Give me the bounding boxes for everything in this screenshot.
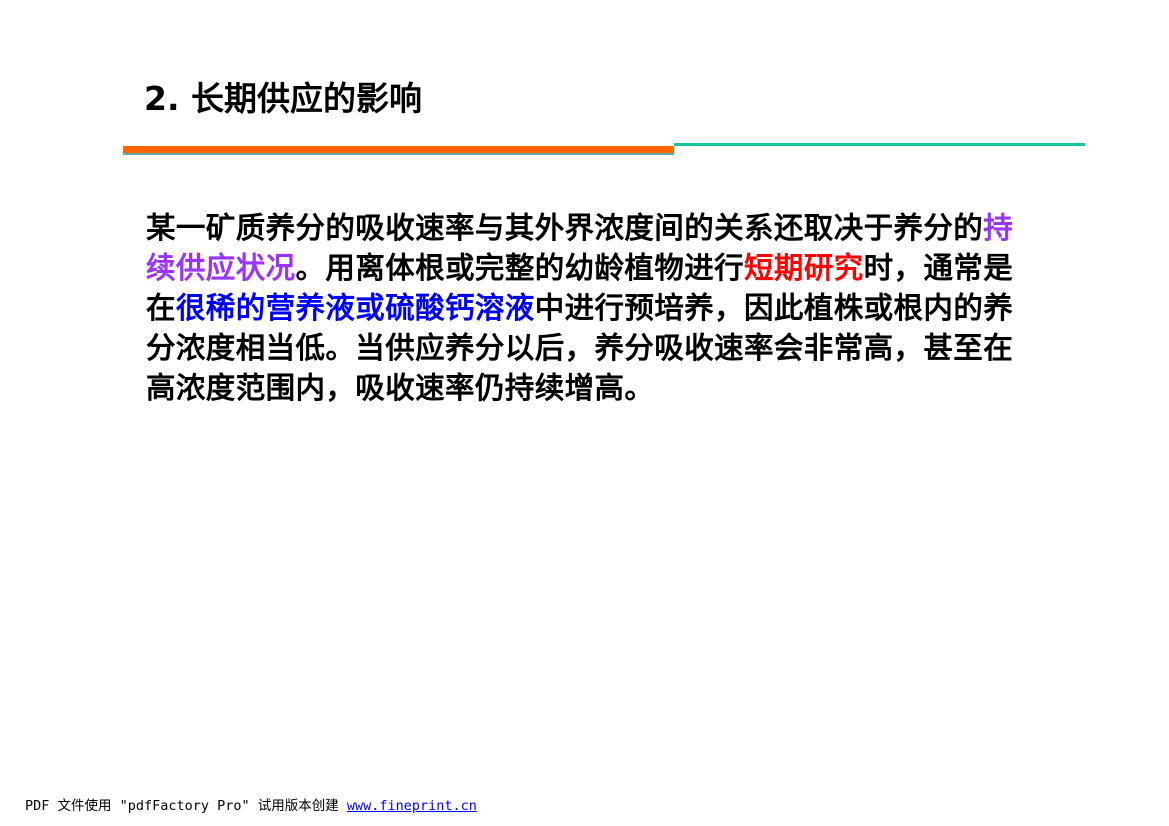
divider-teal-segment — [674, 143, 1085, 146]
highlight-dilute-solution: 很稀的营养液或硫酸钙溶液 — [175, 291, 535, 325]
highlight-short-term-study: 短期研究 — [744, 251, 864, 285]
footer-link[interactable]: www.fineprint.cn — [346, 798, 477, 814]
divider-orange-segment — [123, 146, 674, 153]
pdf-footer: PDF 文件使用 "pdfFactory Pro" 试用版本创建 www.fine… — [25, 794, 477, 814]
paragraph-text-1: 某一矿质养分的吸收速率与其外界浓度间的关系还取决于养分的 — [146, 211, 984, 245]
slide-title: 2. 长期供应的影响 — [144, 79, 422, 118]
title-divider — [123, 143, 1085, 155]
footer-text: PDF 文件使用 "pdfFactory Pro" 试用版本创建 — [25, 798, 339, 814]
paragraph-text-3: 时，通常是在 — [146, 251, 1014, 325]
paragraph-text-2: 。用离体根或完整的幼龄植物进行 — [295, 251, 745, 285]
paragraph-text-4: 中进行预培养，因此植株或根内的养分浓度相当低。当供应养分以后，养分吸收速率会非常… — [146, 291, 1014, 405]
body-paragraph: 某一矿质养分的吸收速率与其外界浓度间的关系还取决于养分的持续供应状况。用离体根或… — [146, 208, 1026, 408]
highlight-sustained-supply: 持续供应状况 — [146, 211, 1014, 285]
